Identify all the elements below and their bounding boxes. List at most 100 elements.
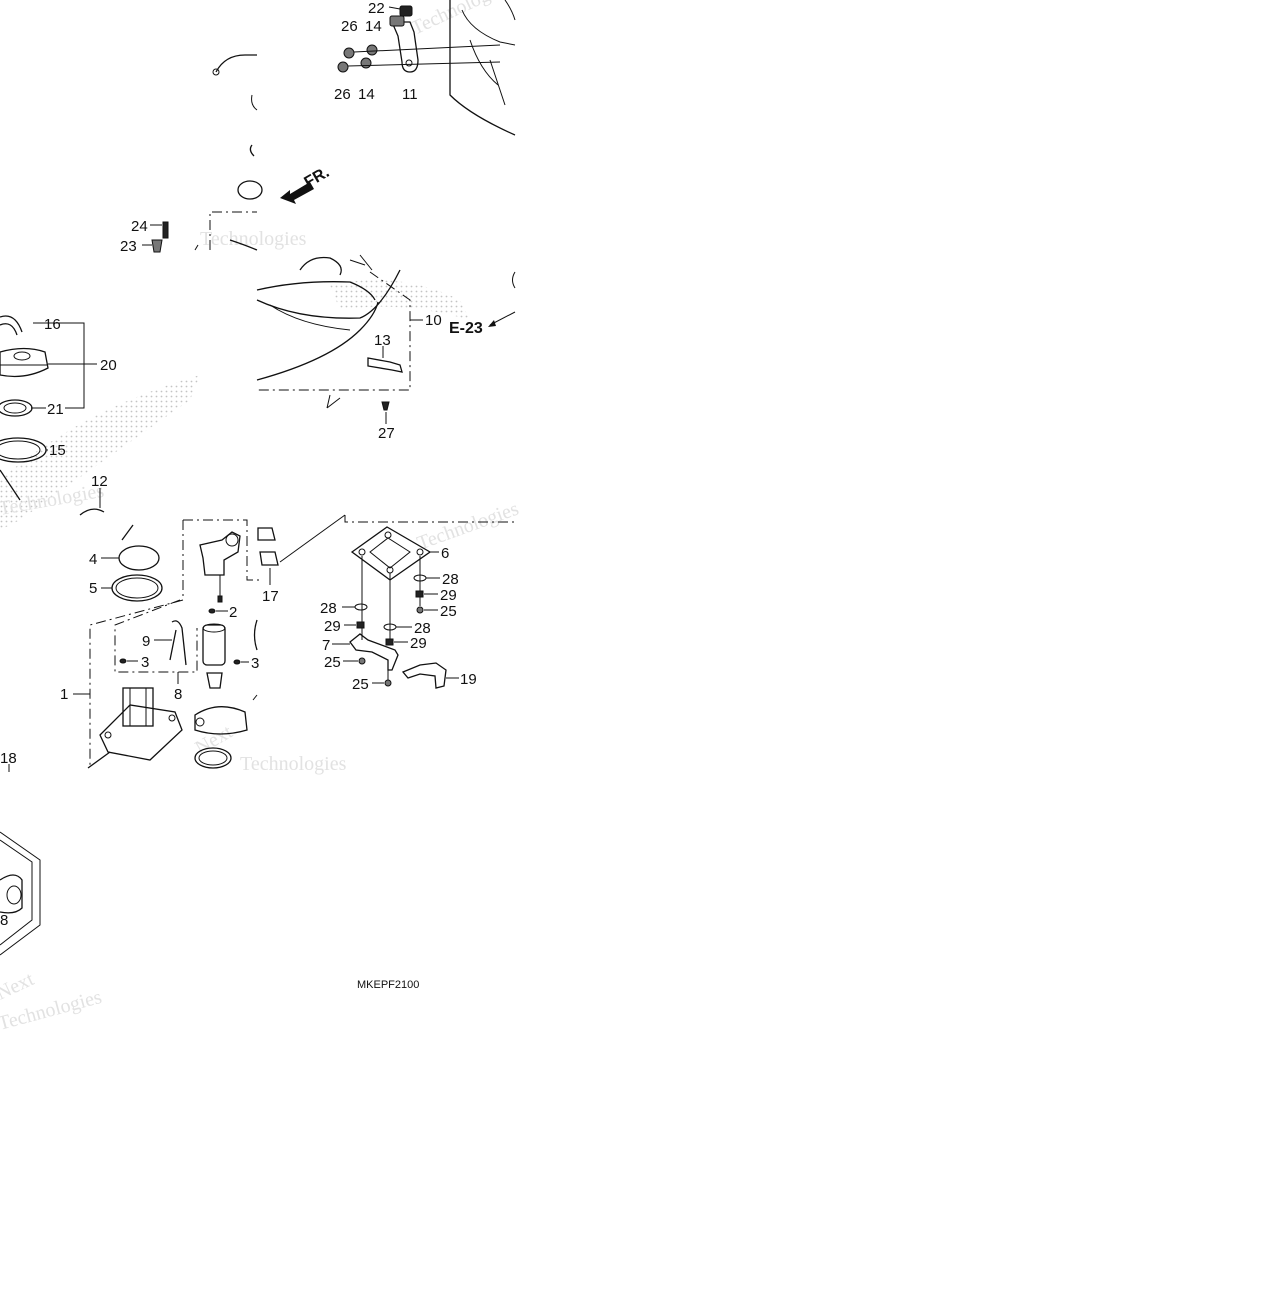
part-4-o-ring [118, 545, 160, 571]
breather-hose [215, 54, 257, 73]
callout-25: 25 [440, 603, 457, 620]
pump-mount-group [279, 514, 515, 689]
part-7-stay [349, 633, 399, 671]
tank-seam [269, 304, 351, 331]
part-29-collar [356, 621, 365, 629]
part-26-nut [337, 61, 349, 73]
part-29-collar [415, 590, 424, 598]
pump-base-cage [122, 687, 154, 727]
fuel-pump-body [202, 624, 226, 666]
part-17-regulator [199, 531, 241, 576]
front-direction-arrow: FR. [280, 164, 332, 204]
gasket-fragment [237, 180, 263, 200]
part-21-gasket [0, 399, 33, 417]
callout-3: 3 [251, 655, 259, 672]
callout-16: 16 [44, 316, 61, 333]
pump-group-bracket [89, 519, 260, 768]
bolt-assembly [142, 221, 169, 253]
part-8-detail [0, 874, 23, 914]
callout-1: 1 [60, 686, 68, 703]
tank-rear-detail [469, 39, 499, 86]
callout-6: 6 [441, 545, 449, 562]
callout-25: 25 [352, 676, 369, 693]
tank-fragment [229, 239, 258, 251]
pump-ring-lower [194, 747, 232, 769]
tank-rear-detail [504, 0, 516, 21]
callout-26: 26 [341, 18, 358, 35]
mount-group-bracket [344, 515, 515, 523]
part-3-o-ring [119, 658, 127, 664]
shading-stipple-tank [330, 280, 470, 320]
part-9-filter-clip [169, 620, 187, 666]
part-22-grommet [399, 5, 413, 17]
reference-label-e23: E-23 [449, 320, 483, 337]
part-28-washer [354, 603, 368, 611]
bracket-assembly [337, 0, 516, 136]
callout-9: 9 [142, 633, 150, 650]
callout-4: 4 [89, 551, 97, 568]
part-25-nut [416, 606, 424, 614]
tank-rear-outline [449, 0, 516, 136]
part-25-nut [358, 657, 366, 665]
callout-13: 13 [374, 332, 391, 349]
callout-19: 19 [460, 671, 477, 688]
diagram-code: MKEPF2100 [357, 979, 419, 991]
part-25-nut [384, 679, 392, 687]
tank-rear-detail [489, 59, 506, 106]
callout-14: 14 [358, 86, 375, 103]
fuel-tank-group: E-23 [256, 254, 516, 424]
callout-14: 14 [365, 18, 382, 35]
part-14-washer [360, 57, 372, 69]
group-bracket-line [209, 211, 257, 250]
tank-top-outline [256, 281, 376, 301]
callout-20: 20 [100, 357, 117, 374]
callout-labels: 22 26 14 26 14 11 24 23 16 20 21 15 12 1… [0, 0, 477, 929]
part-2-o-ring [208, 608, 216, 614]
cap-group-bracket [33, 322, 85, 409]
part-26-nut [343, 47, 355, 59]
callout-25: 25 [324, 654, 341, 671]
part-27-clip [381, 401, 390, 411]
connector-fragment [257, 527, 276, 541]
callout-18: 18 [0, 750, 17, 767]
part-13-drain-tube [367, 357, 403, 373]
callout-28: 28 [414, 620, 431, 637]
callout-7: 7 [322, 637, 330, 654]
callout-12: 12 [91, 473, 108, 490]
part-23-collar [151, 239, 163, 253]
bracket-hole [405, 59, 413, 67]
callout-29: 29 [410, 635, 427, 652]
part-12-fragment [79, 508, 105, 516]
fuel-pump-group [8, 519, 279, 772]
tank-side-outline [256, 301, 379, 381]
part-10-fuel-tank [256, 269, 401, 319]
bracket-rubber [389, 15, 405, 27]
watermark-text: Technologies [408, 0, 514, 40]
part-20-fuel-cap [0, 347, 49, 378]
pump-filter [206, 672, 223, 689]
part-17-connector [259, 551, 279, 566]
part-1-pump-base [99, 704, 183, 761]
detail-frame [0, 831, 41, 956]
part-5-packing [111, 574, 163, 602]
callout-23: 23 [120, 238, 137, 255]
watermark-text: Technologies [414, 498, 522, 555]
callout-29: 29 [440, 587, 457, 604]
watermark-layer: Technologies Technologies Next Technolog… [0, 0, 522, 1035]
callout-21: 21 [47, 401, 64, 418]
callout-3: 3 [141, 654, 149, 671]
pump-strainer-ring [194, 706, 248, 735]
group-8-bracket [114, 599, 198, 673]
part-24-bolt [162, 221, 169, 239]
watermark-text: Next [0, 968, 38, 1005]
part-29-collar [385, 638, 394, 646]
callout-17: 17 [262, 588, 279, 605]
tank-filler-neck [299, 256, 342, 276]
lower-left-fragment [0, 831, 41, 956]
callout-28: 28 [320, 600, 337, 617]
callout-11: 11 [402, 86, 418, 103]
callout-8: 8 [0, 912, 8, 929]
part-16-tube [0, 315, 23, 333]
